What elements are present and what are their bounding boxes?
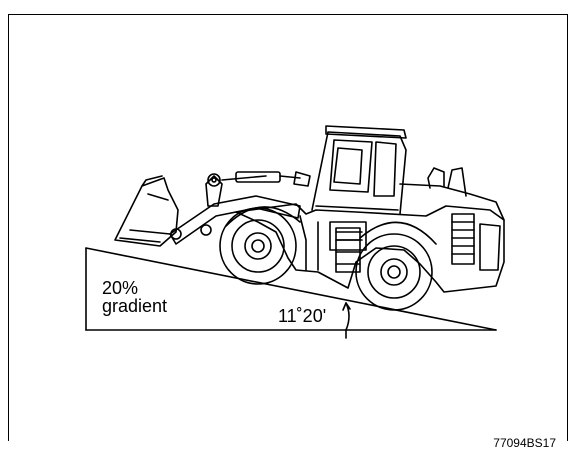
- gradient-word-label: gradient: [102, 296, 168, 316]
- slope-wedge: [85, 247, 497, 331]
- angle-label: 11˚20': [278, 306, 327, 326]
- engine-hood-icon: [399, 167, 505, 271]
- lift-arm-icon: [169, 173, 301, 245]
- fender-icon: [225, 206, 437, 245]
- front-wheel-icon: [219, 207, 297, 285]
- rear-wheel-icon: [355, 233, 433, 311]
- figure-id: 77094BS17: [493, 436, 556, 450]
- cab-icon: [311, 125, 407, 215]
- gradient-percent-label: 20%: [102, 278, 139, 298]
- lift-cylinder-icon: [235, 171, 311, 187]
- bucket-icon: [114, 175, 179, 247]
- angle-marker-icon: [342, 302, 351, 339]
- steps-icon: [335, 227, 361, 273]
- figure-frame: [8, 14, 568, 441]
